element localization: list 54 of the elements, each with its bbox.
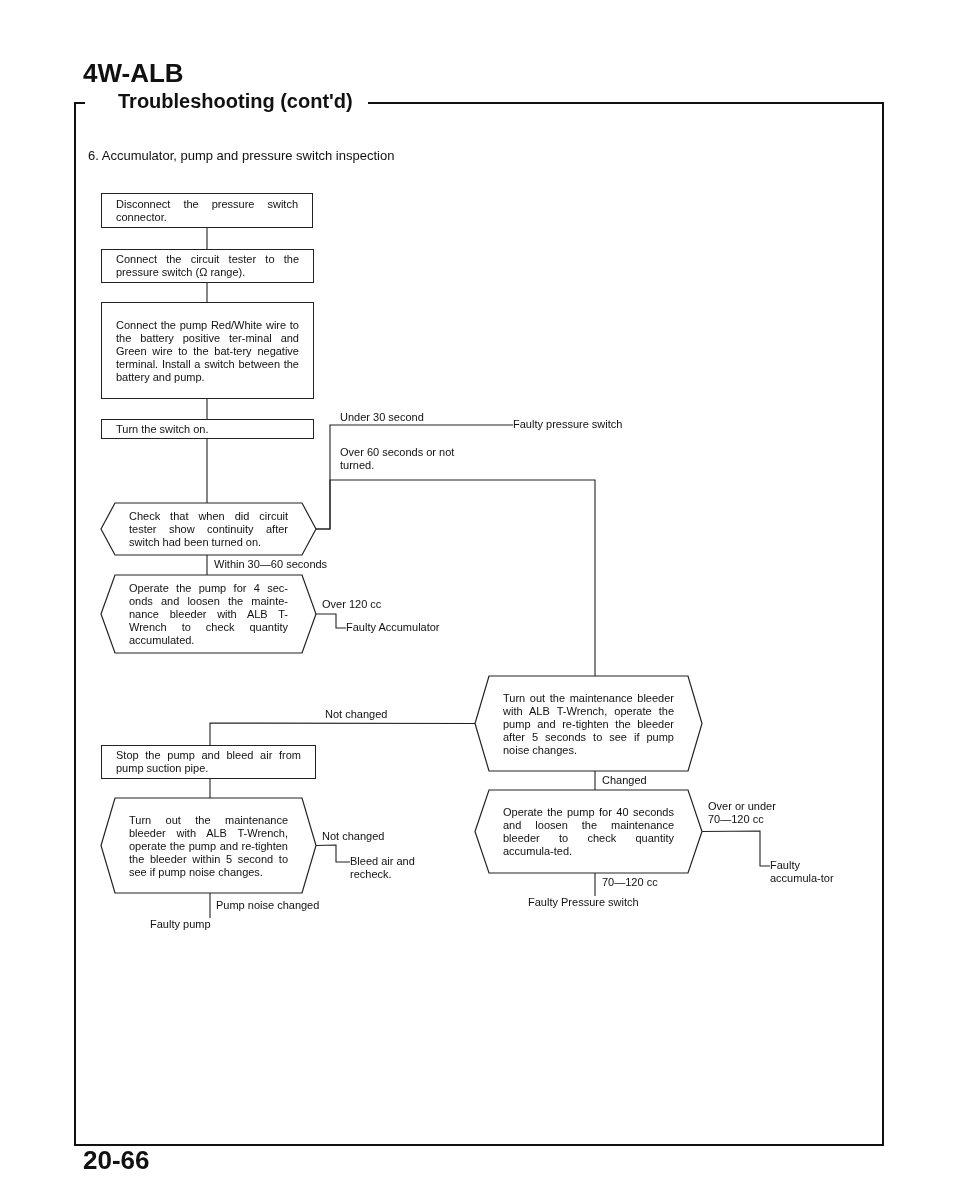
step-heading: 6. Accumulator, pump and pressure switch inspection [88, 148, 395, 163]
connector-line [209, 778, 211, 799]
process-box [101, 193, 313, 228]
result-text: Faulty Accumulator [346, 621, 458, 635]
edge-label: Under 30 second [340, 411, 424, 424]
result-text: Faulty pressure switch [513, 418, 648, 432]
edge-label: Changed [602, 774, 647, 787]
edge-label: Over 60 seconds or not turned. [340, 446, 456, 472]
connector-line [206, 398, 208, 420]
connector-line [209, 722, 476, 746]
step-text: Turn the switch on. [116, 422, 210, 436]
step-text: Operate the pump for 4 sec-onds and loosen the mainte-nance bleeder with ALB T-Wrench to check quantity accumulated. [129, 581, 288, 647]
connector-line [701, 830, 771, 867]
step-text: Turn out the maintenance bleeder with ALB T-Wrench, operate the pump and re-tighten the bleeder within 5 second to see if pump noise changes. [129, 813, 288, 878]
edge-label: 70—120 cc [602, 876, 658, 889]
process-box [101, 419, 314, 439]
result-text: Faulty pump [150, 918, 230, 932]
step-text: Turn out the maintenance bleeder with ALB T-Wrench, operate the pump and re-tighten the bleeder after 5 seconds to see if pump noise changes. [503, 691, 674, 756]
decision-hexagon [101, 575, 316, 653]
step-text: Operate the pump for 40 seconds and loosen the maintenance bleeder to check quantity accumula-ted. [503, 805, 674, 858]
step-text: Connect the pump Red/White wire to the battery positive ter-minal and Green wire to the bat-tery negative terminal. Install a switch between the battery and pump. [116, 318, 299, 383]
step-text: Connect the circuit tester to the pressure switch (Ω range). [116, 253, 299, 279]
connector-line [315, 844, 351, 863]
result-text: Faulty Pressure switch [528, 896, 668, 910]
process-box [101, 302, 314, 399]
process-box [101, 745, 316, 779]
connector-line [206, 438, 208, 504]
page-number: 20-66 [83, 1145, 150, 1176]
connector-line [594, 872, 596, 897]
section-title: 4W-ALB [83, 58, 184, 89]
edge-label: Not changed [325, 708, 388, 721]
connector-line [206, 282, 208, 303]
edge-label: Not changed [322, 830, 385, 843]
connector-line [315, 479, 596, 677]
decision-hexagon [101, 503, 316, 555]
connector-line [594, 770, 596, 791]
decision-hexagon [101, 798, 316, 893]
edge-label: Over or under 70—120 cc [708, 800, 777, 826]
edge-label: Over 120 cc [322, 598, 382, 611]
decision-hexagon [475, 790, 702, 873]
step-text: Check that when did circuit tester show continuity after switch had been turned on. [129, 509, 288, 549]
connector-line [209, 892, 211, 919]
result-text: Bleed air and recheck. [350, 855, 420, 883]
edge-label: Within 30—60 seconds [214, 558, 328, 571]
section-heading: Troubleshooting (cont'd) [118, 90, 353, 113]
step-text: Disconnect the pressure switch connector. [116, 197, 298, 224]
decision-hexagon [475, 676, 702, 771]
edge-label: Pump noise changed [216, 899, 320, 912]
connector-line [315, 613, 347, 629]
result-text: Faulty accumula-tor [770, 859, 850, 887]
step-text: Stop the pump and bleed air from pump suction pipe. [116, 749, 301, 775]
process-box [101, 249, 314, 283]
connector-line [206, 227, 208, 250]
connector-line [206, 554, 208, 576]
